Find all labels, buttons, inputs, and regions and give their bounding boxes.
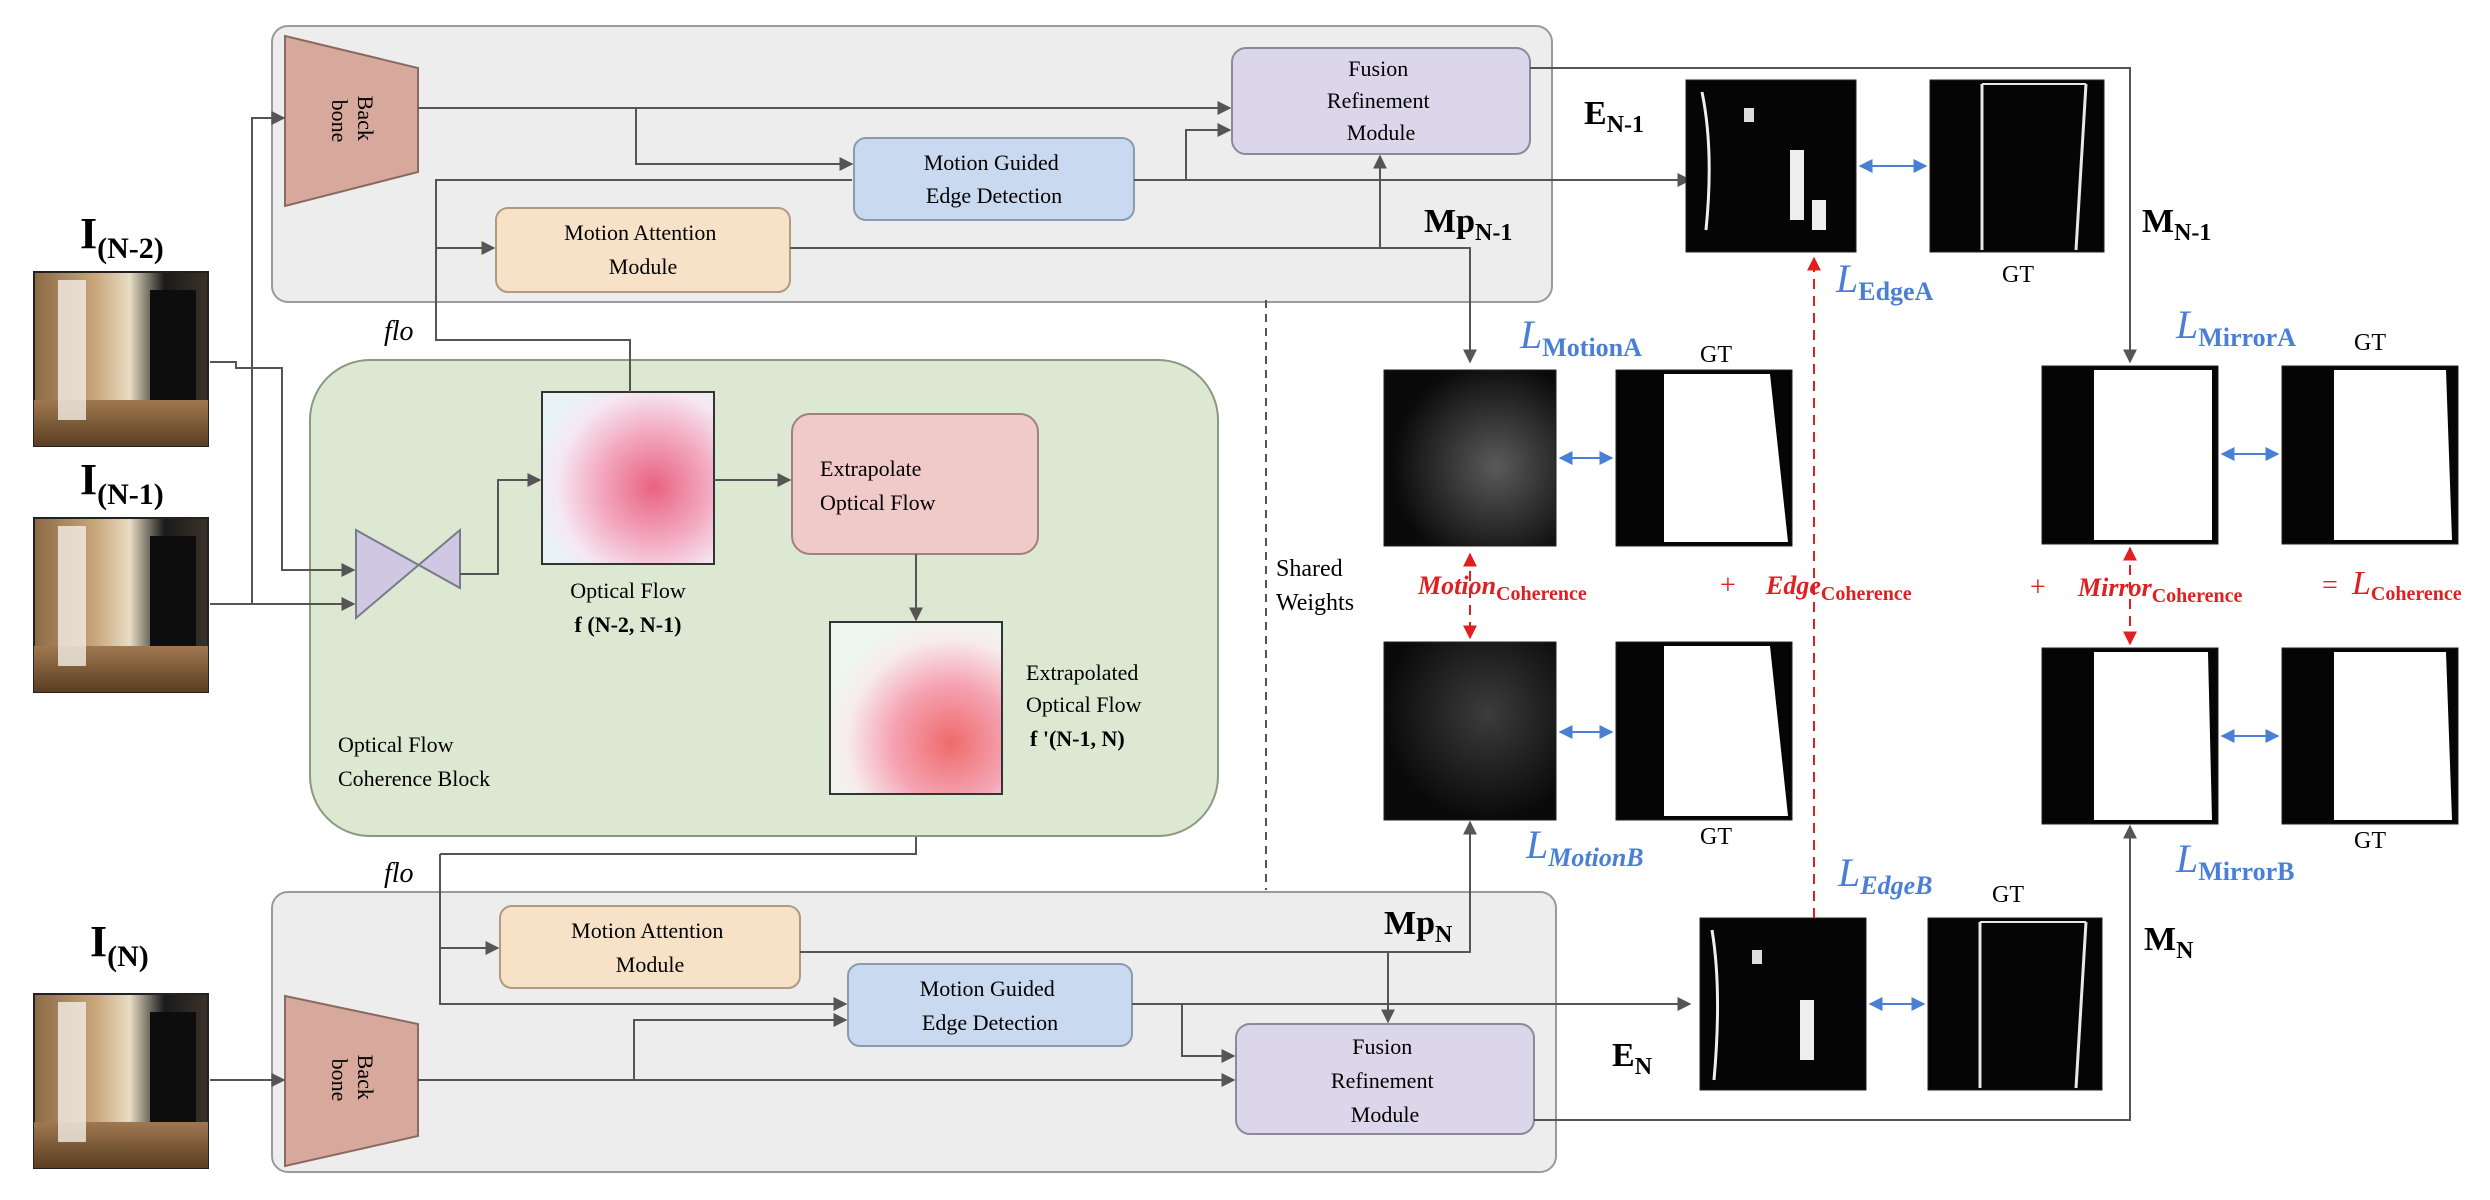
coherence-plus-2: + [2030,572,2046,603]
top-connections [418,67,2137,364]
top-motion-edge-module: Motion Guided Edge Detection [853,137,1135,221]
edge-gt-n [1927,917,2103,1091]
m-n-label: MN [2144,921,2194,964]
bottom-flo-label: flo [384,858,414,889]
top-fusion-line1: Fusion [1348,56,1408,81]
bottom-fusion-line3: Module [1351,1102,1419,1127]
loss-mirror-b-label: LMirrorB [2175,836,2295,886]
loss-edge-b-label: LEdgeB [1837,850,1932,900]
edge-gt-n1 [1929,79,2105,253]
bottom-edge-line2: Edge Detection [922,1010,1058,1035]
total-coherence-loss-label: LCoherence [2351,565,2462,605]
top-backbone: Back bone [284,34,419,208]
svg-text:Fusion Refinement: Fusion Refinement Module [1327,56,1435,145]
loss-motion-b-label: LMotionB [1525,822,1644,872]
mirror-gt-b [2281,647,2459,825]
motion-gt-a [1615,369,1793,547]
motion-map-n1 [1383,369,1557,547]
edge-map-n [1699,917,1867,1091]
bottom-backbone-line1: Back [353,1055,378,1100]
top-edge-line2: Edge Detection [926,183,1062,208]
extrapolated-formula: f '(N-1, N) [1030,726,1125,751]
motion-map-n [1383,641,1557,821]
loss-motion-a-label: LMotionA [1519,312,1642,362]
mp-n-label: MpN [1384,905,1453,948]
svg-text:Motion Attention Module: Motion Attention Module [571,918,729,977]
svg-text:Back bone: Back bone [327,96,378,147]
bottom-attn-line2: Module [616,952,684,977]
frame-current [33,993,209,1169]
bottom-backbone-line2: bone [327,1059,352,1102]
edge-coherence-label: EdgeCoherence [1765,571,1912,605]
svg-text:Back bone: Back bone [327,1055,378,1106]
bottom-motion-edge-module: Motion Guided Edge Detection [847,963,1133,1047]
svg-text:Motion Guided Edge Detec: Motion Guided Edge Detection [924,150,1065,208]
e-n-label: EN [1612,1037,1653,1080]
extrapolate-line2: Optical Flow [820,490,936,515]
extrapolated-caption: Extrapolated Optical Flow [1026,660,1144,717]
coherence-arrows [1463,256,2137,918]
m-n1-label: MN-1 [2142,203,2211,246]
top-fusion-line2: Refinement [1327,88,1430,113]
top-attn-line2: Module [609,254,677,279]
top-motion-attention-module: Motion Attention Module [495,207,791,293]
bottom-fusion-module: Fusion Refinement Module [1235,1023,1535,1135]
motion-coherence-label: MotionCoherence [1417,571,1587,605]
coherence-equals: = [2322,570,2338,601]
mirror-b-gt-label: GT [2354,828,2386,854]
flow-block-title: Optical Flow Coherence Block [338,732,490,791]
extrapolated-flow-image [829,621,1003,795]
svg-text:Motion Guided Edge Detec: Motion Guided Edge Detection [920,976,1061,1035]
bottom-fusion-line2: Refinement [1331,1068,1434,1093]
bottom-connections [210,800,2137,1121]
mirror-a-gt-label: GT [2354,330,2386,356]
flow-network-bowtie [355,527,461,621]
e-n1-label: EN-1 [1584,95,1644,138]
bottom-fusion-line1: Fusion [1352,1034,1412,1059]
mirror-map-n1 [2041,365,2219,545]
svg-text:Fusion Refinement: Fusion Refinement Module [1331,1034,1439,1127]
frame-prev1 [33,517,209,693]
top-flo-label: flo [384,316,414,347]
top-fusion-module: Fusion Refinement Module [1231,47,1531,155]
extrapolate-module: Extrapolate Optical Flow [791,413,1039,555]
top-backbone-line2: bone [327,100,352,143]
motion-gt-b [1615,641,1793,821]
svg-text:Motion Attention Module: Motion Attention Module [564,220,722,279]
extrapolate-line1: Extrapolate [820,456,921,481]
loss-mirror-a-label: LMirrorA [2175,302,2296,352]
optical-flow-caption: Optical Flow [570,578,686,603]
optical-flow-formula: f (N-2, N-1) [575,612,682,637]
edge-a-gt-label: GT [2002,262,2034,288]
frame-prev2-label: I(N-2) [80,209,164,265]
mirror-map-n [2041,647,2219,825]
edge-map-n1 [1685,79,1857,253]
bottom-edge-line1: Motion Guided [920,976,1055,1001]
bottom-backbone: Back bone [284,994,419,1168]
shared-weights-label: Shared Weights [1276,556,1354,616]
top-fusion-line3: Module [1347,120,1415,145]
top-edge-line1: Motion Guided [924,150,1059,175]
loss-edge-a-label: LEdgeA [1835,256,1934,306]
edge-b-gt-label: GT [1992,882,2024,908]
frame-prev1-label: I(N-1) [80,455,164,511]
optical-flow-image [541,391,715,565]
bottom-attn-line1: Motion Attention [571,918,723,943]
motion-a-gt-label: GT [1700,342,1732,368]
mp-n1-label: MpN-1 [1424,203,1512,246]
top-attn-line1: Motion Attention [564,220,716,245]
coherence-plus-1: + [1720,570,1736,601]
top-backbone-line1: Back [353,96,378,141]
frame-prev2 [33,271,209,447]
svg-text:Extrapolate Optical Flow: Extrapolate Optical Flow [820,456,936,515]
bottom-motion-attention-module: Motion Attention Module [499,905,801,989]
flow-connections [210,111,923,622]
mirror-gt-a [2281,365,2459,545]
motion-b-gt-label: GT [1700,824,1732,850]
flow-coherence-block [309,359,1219,837]
frame-current-label: I(N) [90,917,149,973]
mirror-coherence-label: MirrorCoherence [2077,573,2243,607]
